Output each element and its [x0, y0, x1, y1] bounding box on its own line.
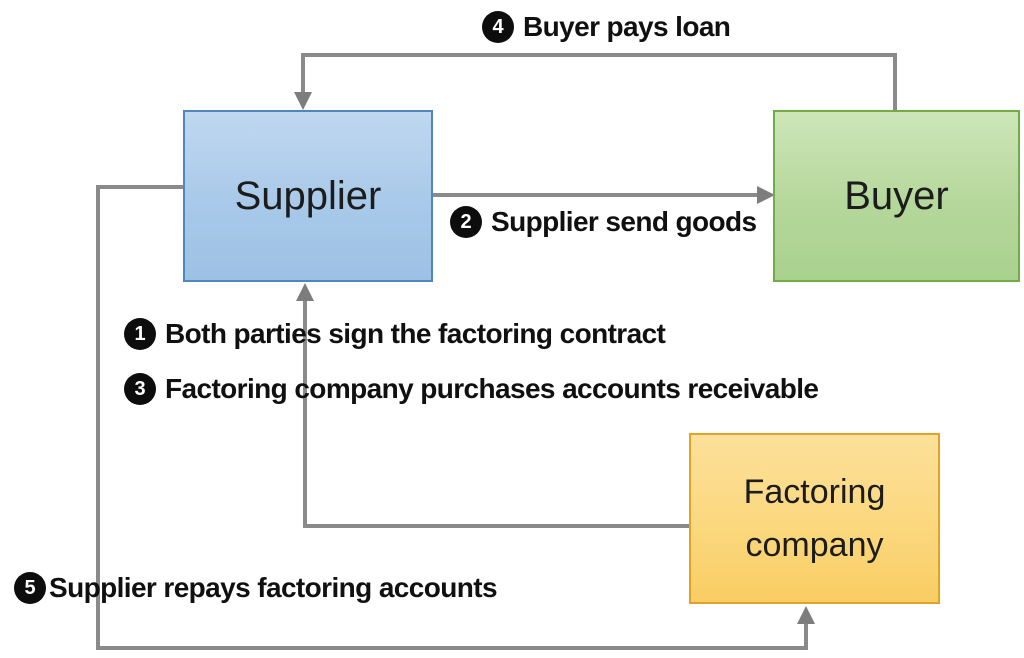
connector-bottom-horizontal	[96, 646, 808, 650]
arrowhead-into-factoring-bottom	[797, 606, 815, 624]
step-label-sign-contract: 1 Both parties sign the factoring contra…	[124, 318, 666, 350]
step-number-badge: 1	[124, 318, 156, 350]
connector-left-vertical	[96, 185, 100, 650]
connector-factoring-left-horizontal	[303, 524, 689, 528]
connector-supplier-bottom-vertical	[303, 298, 307, 528]
supplier-box: Supplier	[183, 110, 433, 282]
arrowhead-into-buyer-left	[757, 186, 775, 204]
buyer-label: Buyer	[844, 173, 949, 218]
step-label-supplier-repays: 5 Supplier repays factoring accounts	[14, 572, 498, 604]
buyer-box: Buyer	[773, 110, 1020, 282]
step-text: Supplier repays factoring accounts	[49, 572, 498, 603]
step-text: Factoring company purchases accounts rec…	[165, 373, 819, 404]
factoring-company-label: Factoring company	[743, 472, 886, 564]
step-text: Buyer pays loan	[523, 11, 731, 42]
step-text: Supplier send goods	[491, 206, 757, 237]
step-text: Both parties sign the factoring contract	[165, 318, 666, 349]
step-label-purchases-receivable: 3 Factoring company purchases accounts r…	[124, 373, 819, 405]
step-number-badge: 3	[124, 373, 156, 405]
step-number-badge: 2	[450, 206, 482, 238]
step-label-buyer-pays-loan: 4 Buyer pays loan	[482, 11, 731, 43]
connector-supplier-to-buyer	[433, 193, 760, 197]
arrowhead-into-supplier-top	[294, 92, 312, 110]
step-number-badge: 4	[482, 11, 514, 43]
step-label-supplier-send-goods: 2 Supplier send goods	[450, 206, 757, 238]
connector-top-horizontal	[301, 53, 897, 57]
connector-supplier-top-vertical	[301, 53, 305, 95]
connector-buyer-top-vertical	[893, 53, 897, 110]
connector-supplier-left-horizontal	[96, 185, 183, 189]
supplier-label: Supplier	[234, 173, 382, 218]
arrowhead-into-supplier-bottom	[296, 283, 314, 301]
connector-factoring-bottom-vertical	[804, 622, 808, 650]
step-number-badge: 5	[14, 572, 46, 604]
factoring-company-box: Factoring company	[689, 433, 940, 604]
